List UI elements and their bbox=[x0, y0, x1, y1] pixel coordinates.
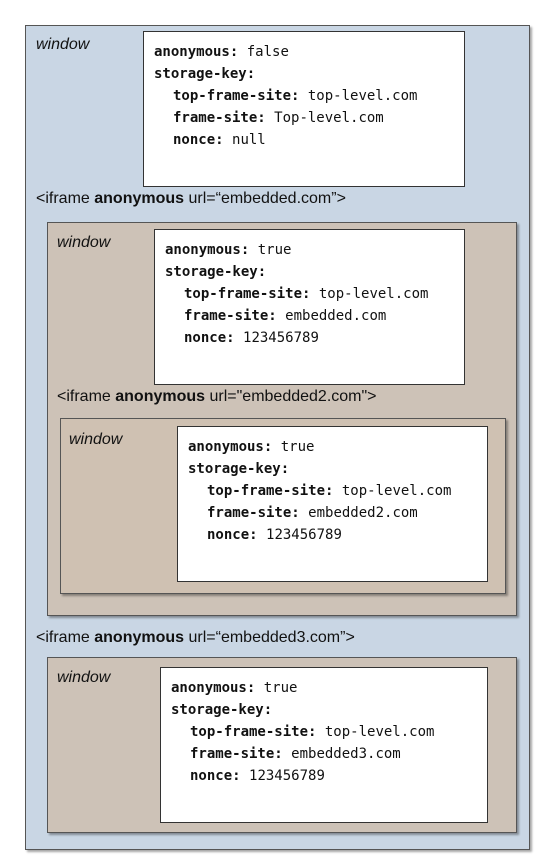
storage-key-key: storage-key: bbox=[188, 461, 290, 477]
anonymous-key: anonymous: bbox=[165, 242, 250, 258]
top-frame-site-key: top-frame-site: bbox=[207, 483, 334, 499]
iframe-tag-rest: url=“embedded3.com”> bbox=[184, 629, 355, 646]
iframe1-properties: anonymous: true storage-key: top-frame-s… bbox=[154, 229, 465, 385]
iframe-tag-attr: anonymous bbox=[94, 190, 185, 207]
iframe1-window-label: window bbox=[57, 234, 111, 251]
frame-site-key: frame-site: bbox=[184, 308, 277, 324]
iframe2-properties: anonymous: true storage-key: top-frame-s… bbox=[177, 426, 488, 582]
nonce-value: 123456789 bbox=[243, 330, 319, 346]
frame-site-key: frame-site: bbox=[173, 110, 266, 126]
anonymous-key: anonymous: bbox=[188, 439, 273, 455]
iframe2-window-label: window bbox=[69, 431, 123, 448]
anonymous-key: anonymous: bbox=[154, 44, 239, 60]
iframe-tag-attr: anonymous bbox=[115, 388, 206, 405]
iframe-tag-rest: url=“embedded.com”> bbox=[184, 190, 346, 207]
iframe-tag-open: <iframe bbox=[36, 190, 95, 207]
iframe-tag-open: <iframe bbox=[36, 629, 95, 646]
anonymous-value: true bbox=[263, 680, 298, 696]
top-frame-site-value: top-level.com bbox=[307, 88, 418, 104]
nonce-value: null bbox=[232, 132, 266, 148]
frame-site-value: embedded.com bbox=[285, 308, 387, 324]
top-frame-site-key: top-frame-site: bbox=[190, 724, 317, 740]
frame-site-key: frame-site: bbox=[190, 746, 283, 762]
storage-key-key: storage-key: bbox=[171, 702, 273, 718]
anonymous-value: false bbox=[246, 44, 289, 60]
storage-key-key: storage-key: bbox=[165, 264, 267, 280]
nonce-key: nonce: bbox=[207, 527, 258, 543]
nonce-key: nonce: bbox=[184, 330, 235, 346]
iframe-tag-attr: anonymous bbox=[94, 629, 185, 646]
iframe-tag-open: <iframe bbox=[57, 388, 116, 405]
storage-key-key: storage-key: bbox=[154, 66, 256, 82]
frame-site-key: frame-site: bbox=[207, 505, 300, 521]
frame-site-value: Top-level.com bbox=[274, 110, 384, 126]
anonymous-key: anonymous: bbox=[171, 680, 256, 696]
nonce-value: 123456789 bbox=[249, 768, 325, 784]
frame-site-value: embedded3.com bbox=[291, 746, 401, 762]
top-frame-site-value: top-level.com bbox=[341, 483, 452, 499]
top-frame-site-value: top-level.com bbox=[324, 724, 435, 740]
top-window-label: window bbox=[36, 36, 90, 53]
nonce-value: 123456789 bbox=[266, 527, 342, 543]
anonymous-value: true bbox=[280, 439, 315, 455]
anonymous-value: true bbox=[257, 242, 292, 258]
top-window-properties: anonymous: false storage-key: top-frame-… bbox=[143, 31, 465, 187]
iframe3-window-label: window bbox=[57, 669, 111, 686]
iframe-tag-rest: url="embedded2.com"> bbox=[205, 388, 377, 405]
top-frame-site-key: top-frame-site: bbox=[173, 88, 300, 104]
nonce-key: nonce: bbox=[173, 132, 224, 148]
iframe-tag-embedded2: <iframe anonymous url="embedded2.com"> bbox=[57, 388, 377, 406]
top-frame-site-value: top-level.com bbox=[318, 286, 429, 302]
top-frame-site-key: top-frame-site: bbox=[184, 286, 311, 302]
iframe-tag-embedded: <iframe anonymous url=“embedded.com”> bbox=[36, 190, 346, 208]
iframe-tag-embedded3: <iframe anonymous url=“embedded3.com”> bbox=[36, 629, 355, 647]
frame-site-value: embedded2.com bbox=[308, 505, 418, 521]
iframe3-properties: anonymous: true storage-key: top-frame-s… bbox=[160, 667, 488, 823]
nonce-key: nonce: bbox=[190, 768, 241, 784]
